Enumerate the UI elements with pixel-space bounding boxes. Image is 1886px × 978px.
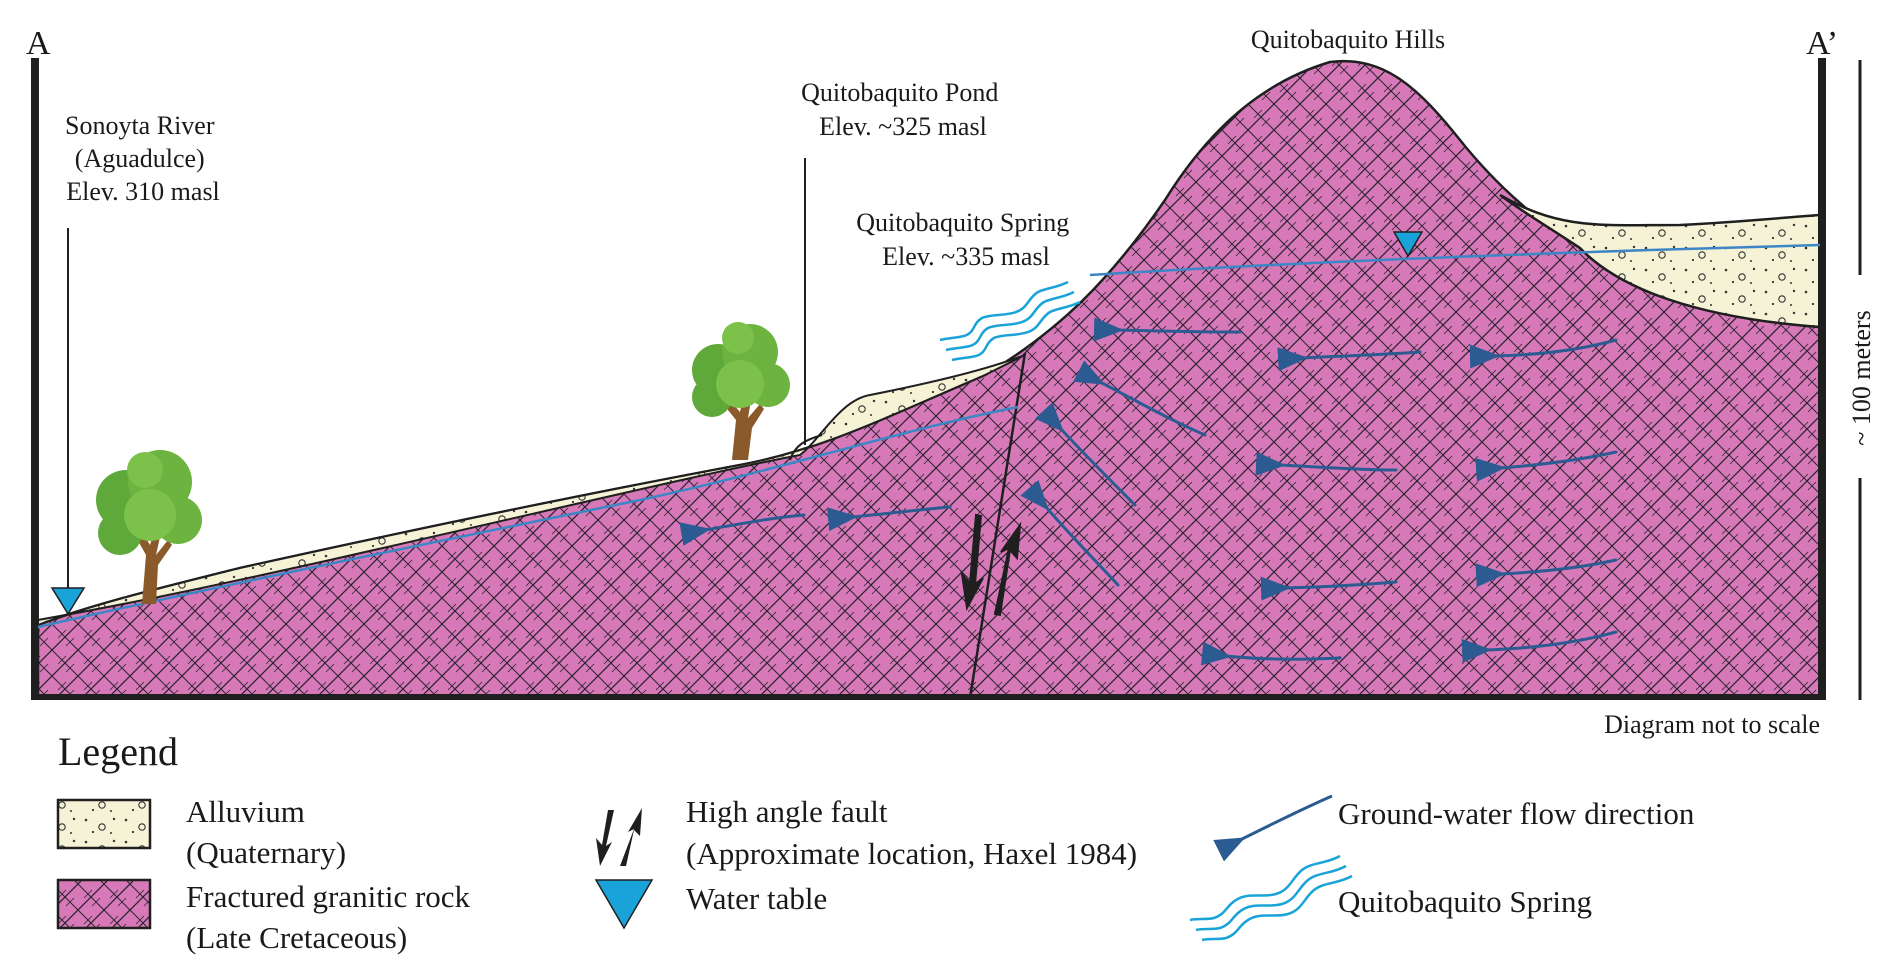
alluvium-slope	[37, 354, 1026, 627]
legend-fault-icon	[596, 808, 642, 866]
legend-flow-label: Ground-water flow direction	[1338, 796, 1695, 831]
flow-arrow	[1073, 360, 1207, 437]
legend-water-table-icon	[594, 879, 654, 930]
flow-arrow	[1475, 558, 1618, 588]
section-end-label: A’	[1806, 25, 1838, 62]
flow-arrow	[1260, 576, 1398, 601]
flow-arrow	[1475, 450, 1618, 482]
legend-flow-arrow-icon	[1213, 794, 1333, 862]
section-base	[31, 694, 1826, 700]
legend-spring-label: Quitobaquito Spring	[1338, 884, 1592, 919]
cross-section: ~ 100 meters	[31, 58, 1876, 700]
flow-arrow	[1200, 641, 1342, 666]
fault-arrow-down	[960, 513, 984, 612]
legend-alluvium-swatch	[56, 798, 152, 850]
fault-slip-arrows	[960, 513, 1022, 617]
river-label: Sonoyta River (Aguadulce) Elev. 310 masl	[65, 111, 221, 206]
spring-label: Quitobaquito Spring Elev. ~335 masl	[856, 208, 1076, 271]
flow-arrow	[679, 513, 806, 546]
hills-label: Quitobaquito Hills	[1251, 25, 1445, 54]
fault-arrow-up	[993, 521, 1022, 617]
flow-arrows	[679, 317, 1618, 666]
flow-arrow	[827, 505, 952, 532]
flow-arrow	[1277, 347, 1422, 372]
legend-alluvium-label: Alluvium (Quaternary)	[186, 794, 346, 870]
flow-arrow	[1034, 402, 1137, 507]
tree-icon	[692, 322, 790, 460]
legend-granite-swatch	[56, 878, 152, 930]
legend: Legend Alluvium (Quaternary) Fractured g…	[56, 729, 1695, 955]
flow-arrow	[1020, 479, 1120, 587]
legend-title: Legend	[58, 729, 178, 774]
water-table-line-right	[1089, 243, 1821, 277]
spring-waves	[939, 280, 1081, 362]
legend-fault-label: High angle fault (Approximate location, …	[686, 794, 1137, 871]
legend-spring-icon	[1189, 854, 1353, 942]
section-labels: A A’ Quitobaquito Hills Sonoyta River (A…	[26, 25, 1838, 739]
flow-arrow	[1469, 338, 1618, 369]
section-boundary-right	[1818, 58, 1826, 700]
water-table-marker-hills	[1392, 231, 1424, 258]
flow-arrow	[1255, 451, 1398, 476]
legend-granite-label: Fractured granitic rock (Late Cretaceous…	[186, 879, 478, 955]
granite-unit	[36, 59, 1822, 699]
legend-water-table-label: Water table	[686, 881, 827, 916]
water-table-line	[37, 405, 1019, 629]
fault-line	[968, 352, 1027, 699]
section-start-label: A	[26, 25, 51, 62]
not-to-scale-note: Diagram not to scale	[1604, 710, 1820, 739]
tree-icon	[96, 450, 202, 604]
pond-label: Quitobaquito Pond Elev. ~325 masl	[801, 78, 1005, 141]
pond-notch	[789, 434, 823, 461]
section-boundary-left	[31, 58, 39, 700]
flow-arrow	[1093, 317, 1242, 342]
scale-bar-label: ~ 100 meters	[1847, 310, 1876, 445]
flow-arrow	[1461, 630, 1618, 663]
